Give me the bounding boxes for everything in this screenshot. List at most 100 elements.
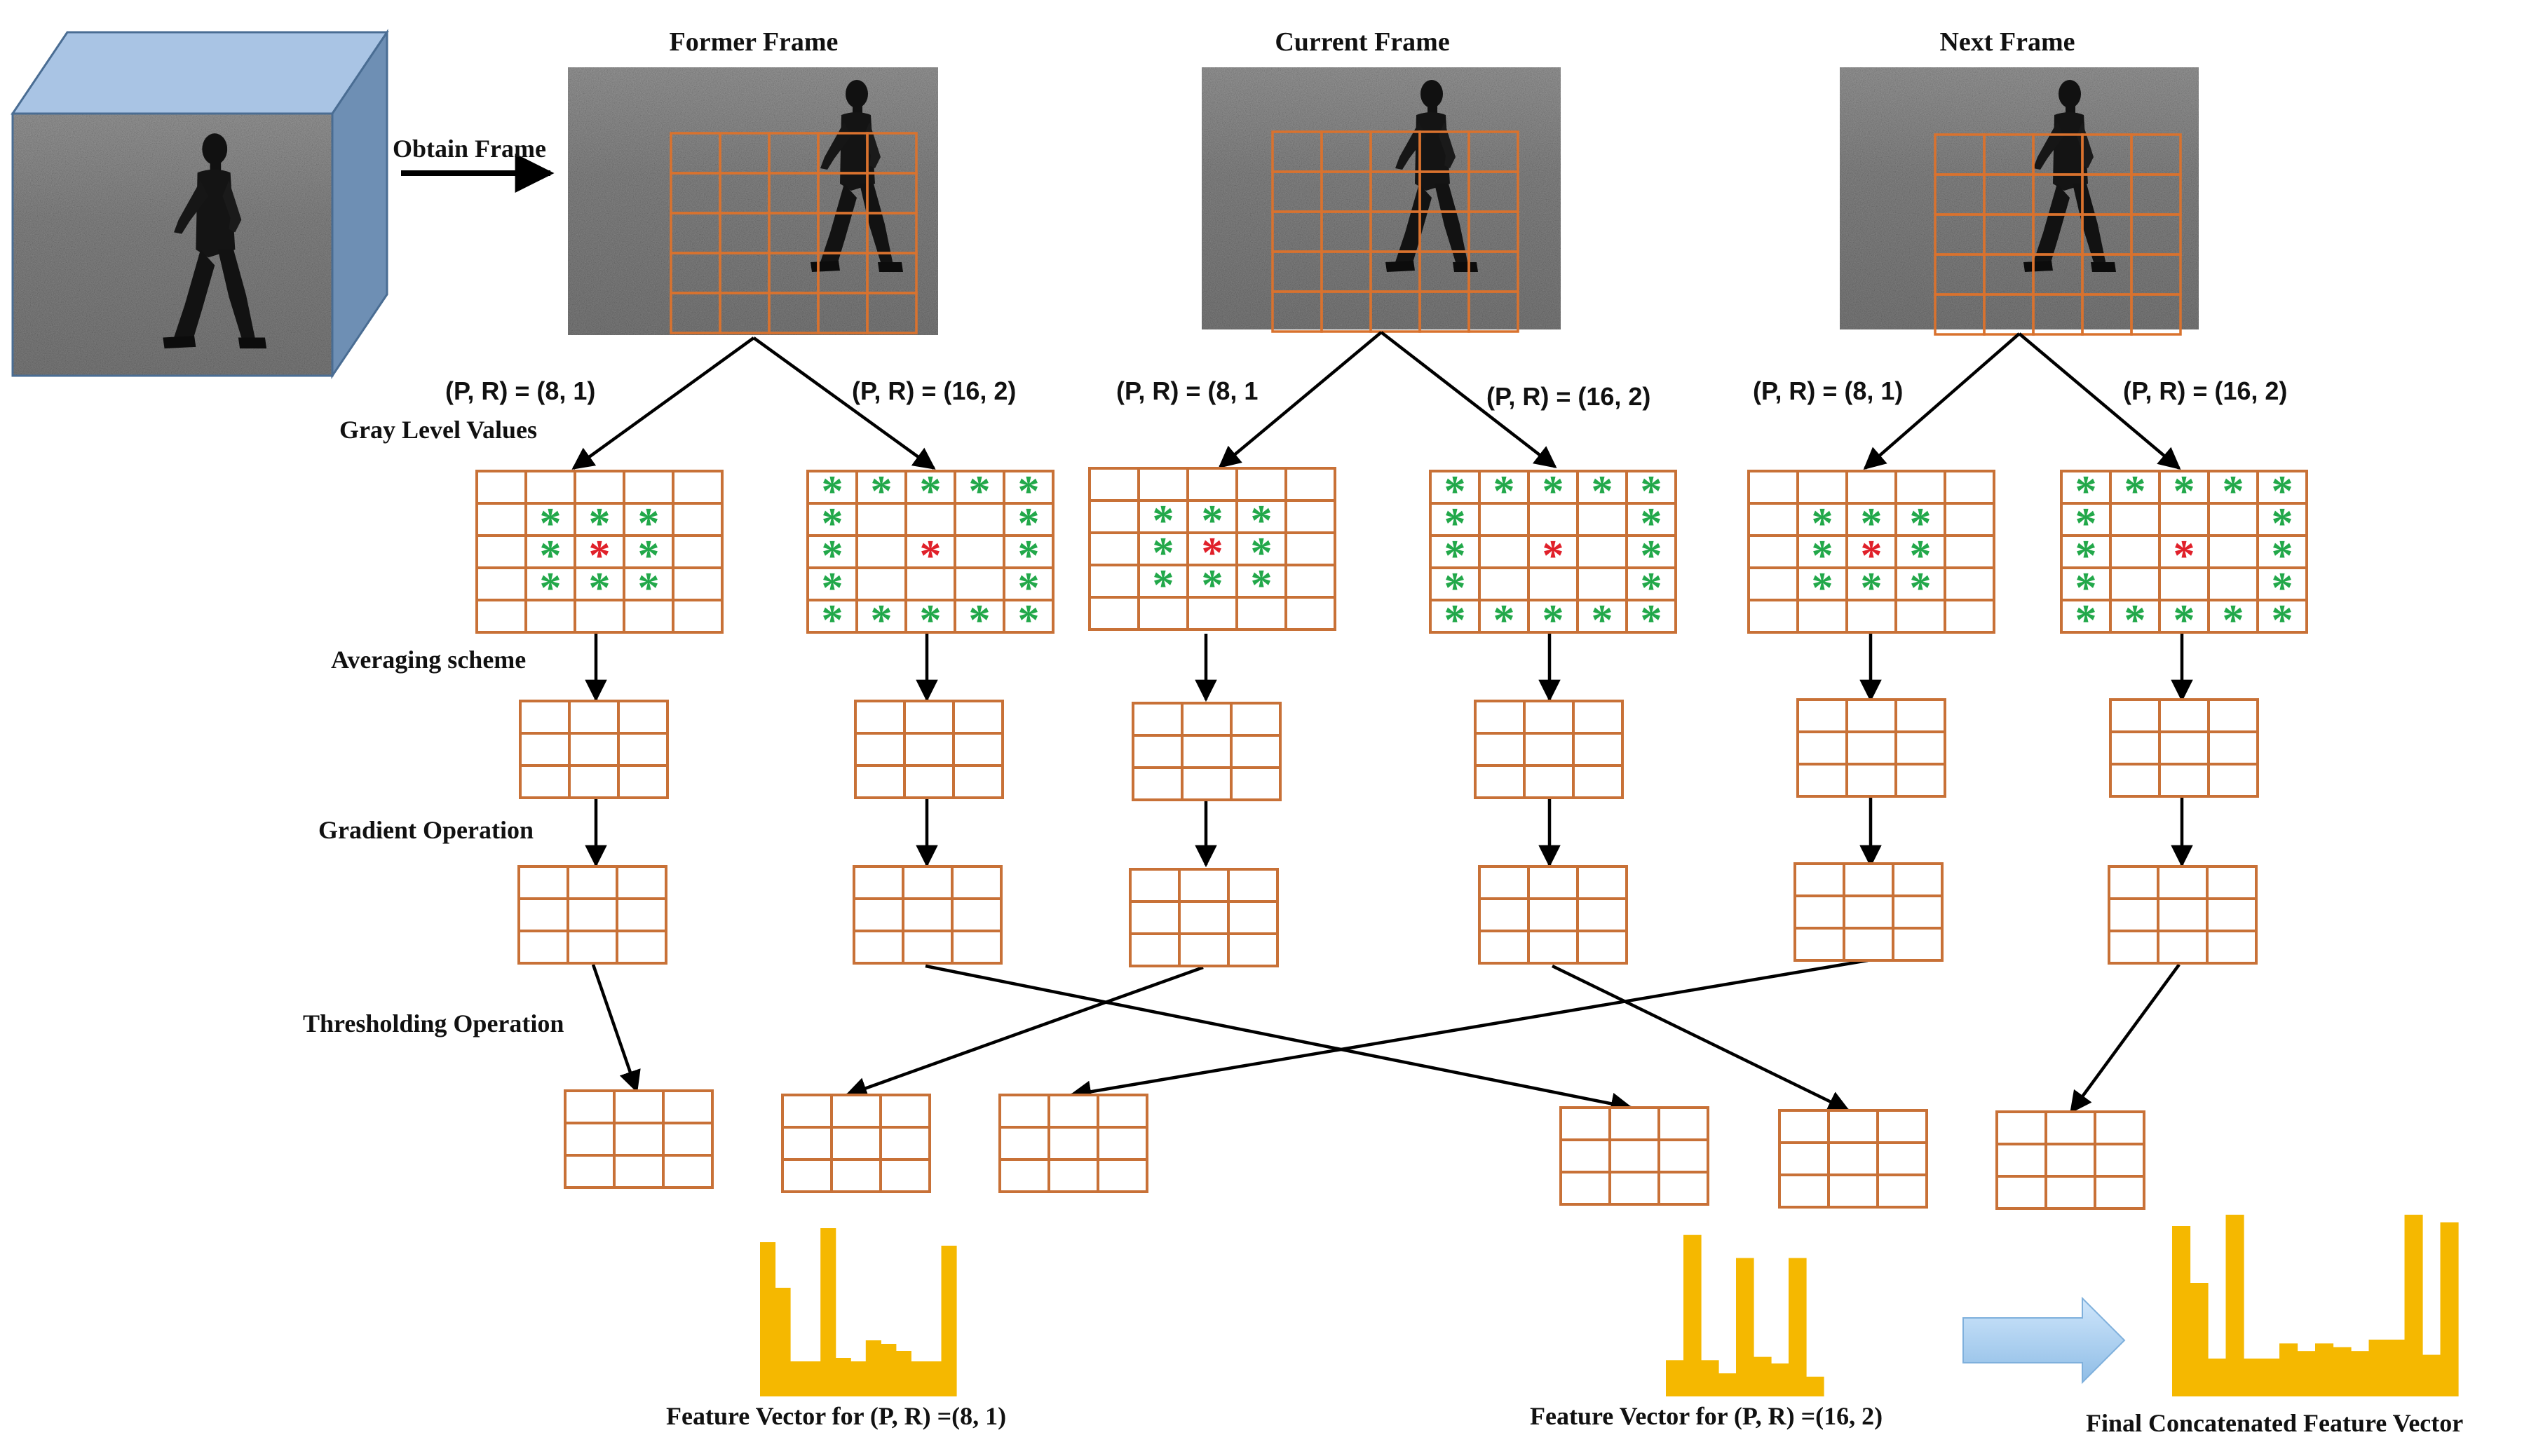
center-pixel-star: * bbox=[1542, 532, 1564, 580]
gradient-grid-next-16-2 bbox=[2108, 865, 2258, 965]
neighbor-pixel-star: * bbox=[1018, 564, 1040, 612]
threshold-arrow-next-16-2 bbox=[2070, 963, 2181, 1114]
neighbor-pixel-star: * bbox=[2272, 468, 2293, 515]
neighbor-pixel-star: * bbox=[1542, 597, 1564, 644]
histogram-bar bbox=[1736, 1258, 1754, 1396]
neighbor-pixel-star: * bbox=[920, 597, 942, 644]
neighbor-pixel-star: * bbox=[969, 597, 991, 644]
gray-level-grid-current-16-2: ***************** bbox=[1429, 468, 1677, 644]
frame-block-grid bbox=[1271, 130, 1519, 333]
threshold-arrow-next-8-1 bbox=[1069, 958, 1869, 1103]
threshold-arrow-former-16-2 bbox=[925, 964, 1634, 1115]
neighbor-pixel-star: * bbox=[1592, 597, 1613, 644]
feature-vector-16-2-label: Feature Vector for (P, R) =(16, 2) bbox=[1530, 1402, 1883, 1430]
neighbor-pixel-star: * bbox=[2272, 532, 2293, 580]
neighbor-pixel-star: * bbox=[1812, 532, 1833, 580]
neighbor-pixel-star: * bbox=[1641, 597, 1662, 644]
neighbor-pixel-star: * bbox=[540, 500, 562, 547]
gray-level-values-label: Gray Level Values bbox=[339, 416, 537, 444]
histogram-bar bbox=[2351, 1351, 2370, 1396]
pr-label-former-16-2: (P, R) = (16, 2) bbox=[852, 376, 1016, 405]
video-cube-icon bbox=[11, 29, 389, 379]
neighbor-pixel-star: * bbox=[1910, 564, 1932, 612]
histogram-bar bbox=[2244, 1359, 2263, 1396]
histogram-bar bbox=[2279, 1343, 2298, 1396]
histogram-bar bbox=[881, 1344, 897, 1396]
neighbor-pixel-star: * bbox=[1910, 500, 1932, 547]
neighbor-pixel-star: * bbox=[822, 597, 843, 644]
split-arrow-former-16-2 bbox=[752, 336, 936, 470]
neighbor-pixel-star: * bbox=[822, 532, 843, 580]
pr-label-former-8-1: (P, R) = (8, 1) bbox=[445, 376, 595, 405]
histogram-bar bbox=[790, 1361, 806, 1396]
histogram-bar bbox=[2315, 1343, 2334, 1396]
current-frame-image bbox=[1202, 67, 1561, 333]
threshold-grid-next-8-1 bbox=[998, 1094, 1148, 1193]
final-feature-vector-label: Final Concatenated Feature Vector bbox=[2086, 1409, 2463, 1437]
threshold-grid-next-16-2 bbox=[1995, 1110, 2145, 1210]
neighbor-pixel-star: * bbox=[540, 532, 562, 580]
neighbor-pixel-star: * bbox=[1202, 562, 1223, 609]
histogram-bar bbox=[2422, 1354, 2441, 1396]
split-arrow-current-16-2 bbox=[1380, 331, 1557, 468]
neighbor-pixel-star: * bbox=[1493, 597, 1515, 644]
histogram-bar bbox=[1666, 1360, 1684, 1396]
histogram-bar bbox=[2387, 1340, 2406, 1396]
neighbor-pixel-star: * bbox=[2075, 597, 2097, 644]
neighbor-pixel-star: * bbox=[1444, 532, 1466, 580]
gray-level-grid-next-8-1: ********* bbox=[1747, 470, 1995, 634]
former-frame-image bbox=[568, 67, 938, 335]
neighbor-pixel-star: * bbox=[920, 468, 942, 515]
split-arrow-next-8-1 bbox=[1863, 332, 2021, 470]
histogram-bar bbox=[1718, 1373, 1737, 1396]
averaging-scheme-label: Averaging scheme bbox=[331, 646, 526, 674]
center-pixel-star: * bbox=[1861, 532, 1883, 580]
gradient-grid-next-8-1 bbox=[1793, 862, 1944, 962]
histogram-bar bbox=[835, 1358, 851, 1396]
gray-level-grid-next-16-2: ***************** bbox=[2060, 468, 2308, 644]
neighbor-pixel-star: * bbox=[2075, 500, 2097, 547]
neighbor-pixel-star: * bbox=[2223, 468, 2244, 515]
former-frame-title: Former Frame bbox=[670, 27, 839, 57]
neighbor-pixel-star: * bbox=[1153, 497, 1174, 545]
neighbor-pixel-star: * bbox=[1493, 468, 1515, 515]
threshold-arrow-current-16-2 bbox=[1552, 964, 1850, 1113]
neighbor-pixel-star: * bbox=[2174, 597, 2195, 644]
split-arrow-next-16-2 bbox=[2018, 332, 2181, 470]
threshold-arrow-current-8-1 bbox=[845, 965, 1204, 1099]
neighbor-pixel-star: * bbox=[1153, 562, 1174, 609]
next-frame-image bbox=[1840, 67, 2199, 336]
threshold-grid-former-8-1 bbox=[564, 1089, 714, 1189]
neighbor-pixel-star: * bbox=[1861, 564, 1883, 612]
neighbor-pixel-star: * bbox=[1444, 597, 1466, 644]
neighbor-pixel-star: * bbox=[2272, 500, 2293, 547]
neighbor-pixel-star: * bbox=[1812, 500, 1833, 547]
histogram-bar bbox=[2333, 1347, 2352, 1396]
center-pixel-star: * bbox=[920, 532, 942, 580]
current-frame-title: Current Frame bbox=[1275, 27, 1449, 57]
frame-block-grid bbox=[670, 132, 918, 334]
gray-level-grid-former-16-2: ***************** bbox=[806, 468, 1055, 644]
neighbor-pixel-star: * bbox=[589, 500, 611, 547]
neighbor-pixel-star: * bbox=[969, 468, 991, 515]
histogram-bar bbox=[1789, 1258, 1807, 1396]
histogram-final bbox=[2172, 1214, 2459, 1396]
neighbor-pixel-star: * bbox=[822, 468, 843, 515]
histogram-bar bbox=[805, 1361, 821, 1396]
neighbor-pixel-star: * bbox=[1812, 564, 1833, 612]
neighbor-pixel-star: * bbox=[1542, 468, 1564, 515]
histogram-16-2 bbox=[1666, 1234, 1824, 1396]
histogram-bar bbox=[1683, 1234, 1702, 1396]
frame-block-grid bbox=[1934, 133, 2182, 336]
neighbor-pixel-star: * bbox=[1641, 500, 1662, 547]
thresholding-operation-label: Thresholding Operation bbox=[303, 1009, 564, 1037]
neighbor-pixel-star: * bbox=[1251, 529, 1273, 577]
neighbor-pixel-star: * bbox=[1251, 562, 1273, 609]
gray-level-grid-current-8-1: ********* bbox=[1088, 467, 1336, 631]
histogram-bar bbox=[1701, 1360, 1719, 1396]
neighbor-pixel-star: * bbox=[2075, 468, 2097, 515]
neighbor-pixel-star: * bbox=[638, 564, 660, 612]
threshold-arrow-former-8-1 bbox=[591, 964, 641, 1093]
histogram-bar bbox=[2404, 1214, 2423, 1396]
